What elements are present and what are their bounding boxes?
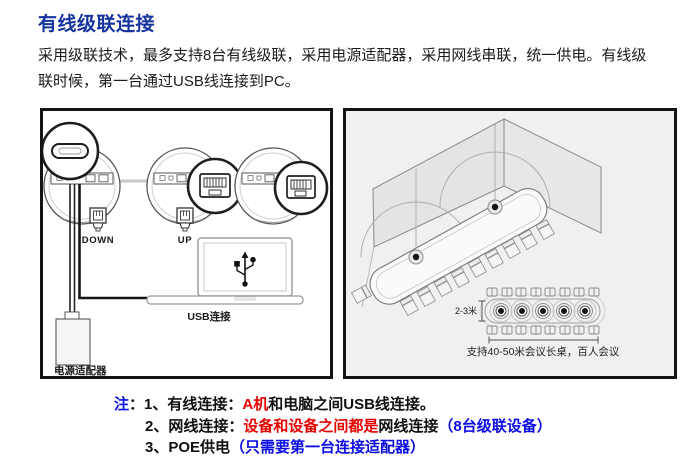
rj45-port-magnifier-2 — [273, 160, 329, 216]
note3-label: POE供电 — [168, 439, 231, 456]
conference-table — [369, 188, 548, 305]
usb-trident-icon — [234, 251, 256, 287]
note1-highlight: A机 — [242, 396, 269, 413]
down-port-icon — [89, 207, 107, 232]
note2-mid: 网线连接 — [378, 417, 439, 435]
wiring-diagram-box: DOWN UP — [40, 108, 333, 379]
top-view-chairs-top — [486, 287, 600, 297]
top-view-chairs-bottom — [486, 325, 600, 335]
rj45-port-magnifier-1 — [186, 157, 244, 215]
table-device-2 — [487, 199, 503, 215]
power-adapter-label: 电源适配器 — [54, 364, 107, 376]
note3-num: 3、 — [145, 439, 169, 456]
conference-room-diagram: 2-3米 支持40-50米会议长桌，百人会议 — [350, 118, 620, 358]
note1-num: 1、 — [144, 396, 168, 413]
note3-paren: （只需要第一台连接适配器） — [230, 439, 426, 456]
length-dimension-line — [488, 336, 599, 344]
note-prefix-colon: ： — [129, 396, 145, 413]
note2-num: 2、 — [145, 417, 169, 435]
up-port-label: UP — [178, 235, 192, 246]
note-line-2: 2、网线连接：设备和设备之间都是网线连接（8台级联设备） — [114, 416, 683, 438]
note-line-3: 3、POE供电（只需要第一台连接适配器） — [114, 437, 683, 459]
page-title: 有线级联连接 — [38, 14, 156, 35]
laptop — [146, 237, 304, 305]
chairs-isometric — [350, 219, 555, 317]
capacity-label: 支持40-50米会议长桌，百人会议 — [467, 345, 620, 358]
down-port-label: DOWN — [82, 235, 114, 246]
usb-cable — [78, 184, 147, 300]
note2-highlight: 设备和设备之间都是 — [243, 417, 379, 435]
pickup-dome-2 — [439, 123, 551, 208]
usb-connection-label: USB连接 — [187, 310, 231, 323]
intro-paragraph: 采用级联技术，最多支持8台有线级联，采用电源适配器，采用网线串联，统一供电。有线… — [38, 47, 647, 90]
spacing-bracket — [478, 300, 486, 322]
device-spacing-label: 2-3米 — [455, 305, 477, 316]
note2-paren: （8台级联设备） — [438, 417, 552, 435]
table-top-view: 2-3米 支持40-50米会议长桌，百人会议 — [455, 287, 620, 358]
wiring-diagram: DOWN UP — [43, 121, 329, 376]
room-walls — [361, 118, 602, 308]
up-port-icon — [176, 207, 194, 232]
top-view-devices — [489, 299, 597, 323]
conference-room-box: 2-3米 支持40-50米会议长桌，百人会议 — [343, 108, 677, 379]
power-adapter — [55, 311, 91, 366]
note1-label: 有线连接： — [167, 396, 243, 413]
note2-label: 网线连接： — [168, 417, 244, 435]
note-line-1: 注：1、有线连接：A机和电脑之间USB线连接。 — [114, 394, 683, 416]
table-device-1 — [408, 249, 424, 265]
note1-rest: 和电脑之间USB线连接。 — [268, 396, 435, 413]
note-prefix: 注 — [114, 396, 130, 413]
diagram-row: DOWN UP — [40, 108, 683, 379]
usb-c-port-magnifier — [43, 121, 100, 181]
notes-section: 注：1、有线连接：A机和电脑之间USB线连接。 2、网线连接：设备和设备之间都是… — [114, 394, 683, 459]
